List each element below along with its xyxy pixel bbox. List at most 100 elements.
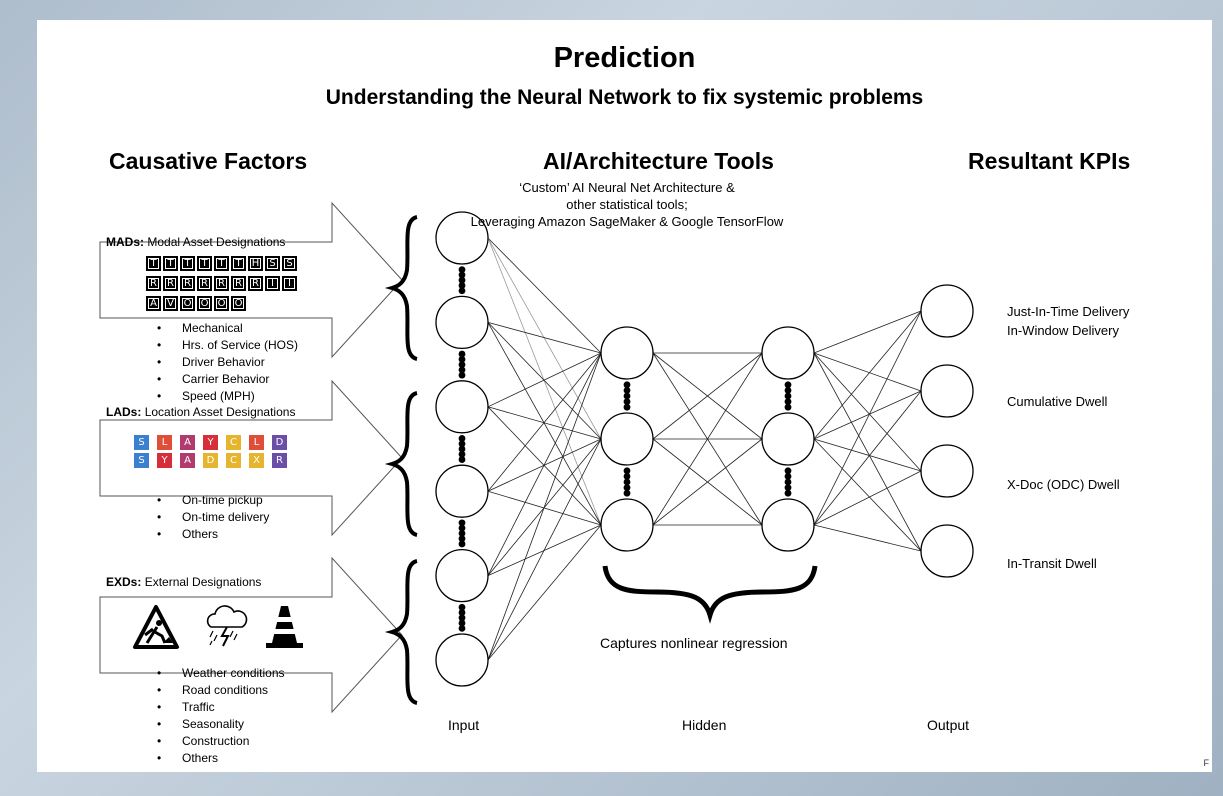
road-work-icon — [133, 605, 179, 649]
kpi-3: X-Doc (ODC) Dwell — [1007, 477, 1120, 492]
input-ellipsis-dot — [458, 614, 466, 622]
hidden-output-edge — [813, 390, 922, 526]
input-ellipsis-dot — [458, 530, 466, 537]
mads-bullet: Hrs. of Service (HOS) — [146, 337, 298, 354]
input-hidden-edge — [487, 352, 602, 408]
lads-tile: Y — [157, 453, 172, 468]
input-ellipsis-dot — [458, 519, 466, 527]
kpi-2: Cumulative Dwell — [1007, 394, 1108, 409]
mads-tile: R — [197, 276, 212, 291]
lads-abbr: LADs: — [106, 405, 142, 419]
input-ellipsis-dot — [458, 287, 466, 295]
lads-bullet: Others — [146, 526, 269, 543]
hidden1-ellipsis-dot — [623, 473, 631, 480]
mads-tile: V — [163, 296, 178, 311]
slide-subtitle: Understanding the Neural Network to fix … — [325, 86, 924, 109]
input-hidden-edge — [487, 322, 602, 440]
hidden-output-edge — [813, 352, 922, 552]
neural-network-diagram — [99, 201, 974, 714]
hidden-output-edge — [813, 310, 922, 354]
lads-tile: S — [134, 435, 149, 450]
input-ellipsis-dot — [458, 350, 466, 358]
input-ellipsis-dot — [458, 624, 466, 632]
mads-name: Modal Asset Designations — [147, 235, 286, 249]
ai-tools-heading: AI/Architecture Tools — [543, 148, 774, 174]
mads-tile: O — [180, 296, 195, 311]
hidden-node-layer2 — [761, 326, 815, 380]
exds-bullet: Seasonality — [146, 716, 285, 733]
exds-bullet: Traffic — [146, 699, 285, 716]
mads-tile: R — [146, 276, 161, 291]
storm-icon — [206, 605, 248, 647]
input-ellipsis-dot — [458, 440, 466, 448]
mads-tile: A — [146, 296, 161, 311]
mads-bullet-list: MechanicalHrs. of Service (HOS)Driver Be… — [146, 320, 298, 405]
mads-tile: T — [197, 256, 212, 271]
mads-bullet: Carrier Behavior — [146, 371, 298, 388]
input-node — [435, 548, 489, 603]
lads-tile: D — [203, 453, 218, 468]
input-hidden-edge — [487, 322, 602, 354]
mads-tile-empty — [248, 296, 263, 311]
hidden2-ellipsis-dot — [784, 489, 792, 497]
input-hidden-edge — [487, 490, 602, 526]
tools-note-line2: other statistical tools; — [566, 197, 688, 212]
exds-title: EXDs: External Designations — [106, 575, 261, 589]
input-hidden-edge — [487, 237, 602, 526]
input-hidden-edge — [487, 237, 602, 354]
input-ellipsis-dot — [458, 366, 466, 374]
hidden-output-edge — [813, 310, 922, 440]
mads-tile: O — [214, 296, 229, 311]
input-hidden-edge — [487, 237, 602, 440]
slide: Prediction Understanding the Neural Netw… — [37, 20, 1212, 772]
mads-tile: S — [282, 256, 297, 271]
lads-tile: A — [180, 453, 195, 468]
mads-tile: R — [214, 276, 229, 291]
input-ellipsis-dot — [458, 355, 466, 363]
hidden-output-edge — [813, 310, 922, 526]
hidden2-ellipsis-dot — [784, 403, 792, 411]
input-ellipsis-dot — [458, 435, 466, 442]
exds-bullet: Road conditions — [146, 682, 285, 699]
hidden1-ellipsis-dot — [623, 398, 631, 405]
mads-tile: I — [265, 276, 280, 291]
hidden-hidden-edge — [652, 352, 763, 526]
hidden-output-edge — [813, 438, 922, 472]
exds-bullet-list: Weather conditionsRoad conditionsTraffic… — [146, 665, 285, 767]
lads-tile: L — [249, 435, 264, 450]
input-hidden-edge — [487, 352, 602, 661]
input-ellipsis-dot — [458, 609, 466, 616]
brace-exds — [384, 559, 418, 705]
lads-bullet: On-time pickup — [146, 492, 269, 509]
layer-label-output: Output — [927, 717, 970, 733]
hidden2-ellipsis-dot — [784, 398, 792, 405]
hidden1-ellipsis-dot — [623, 478, 631, 486]
input-node — [435, 633, 489, 687]
input-node — [435, 211, 489, 265]
input-hidden-edge — [487, 524, 602, 661]
corner-mark: F — [1203, 758, 1210, 768]
mads-tile: R — [231, 276, 246, 291]
hidden-caption: Captures nonlinear regression — [600, 635, 788, 651]
exds-abbr: EXDs: — [106, 575, 142, 589]
mads-tile: O — [197, 296, 212, 311]
mads-bullet: Mechanical — [146, 320, 298, 337]
input-ellipsis-dot — [458, 282, 466, 289]
output-node — [920, 364, 974, 418]
kpi-1-line2: In-Window Delivery — [1007, 323, 1119, 338]
resultant-kpis-heading: Resultant KPIs — [968, 148, 1131, 174]
mads-tile-empty — [282, 296, 297, 311]
input-hidden-edge — [487, 406, 602, 526]
tools-note: ‘Custom’ AI Neural Net Architecture & ot… — [437, 179, 817, 230]
hidden-output-edge — [813, 438, 922, 552]
mads-abbr: MADs: — [106, 235, 144, 249]
input-ellipsis-dot — [458, 450, 466, 458]
slide-title: Prediction — [553, 42, 696, 74]
mads-tile: S — [265, 256, 280, 271]
input-hidden-edge — [487, 438, 602, 661]
mads-tile: T — [180, 256, 195, 271]
output-node — [920, 444, 974, 498]
input-ellipsis-dot — [458, 524, 466, 532]
hidden-node-layer2 — [761, 412, 815, 466]
